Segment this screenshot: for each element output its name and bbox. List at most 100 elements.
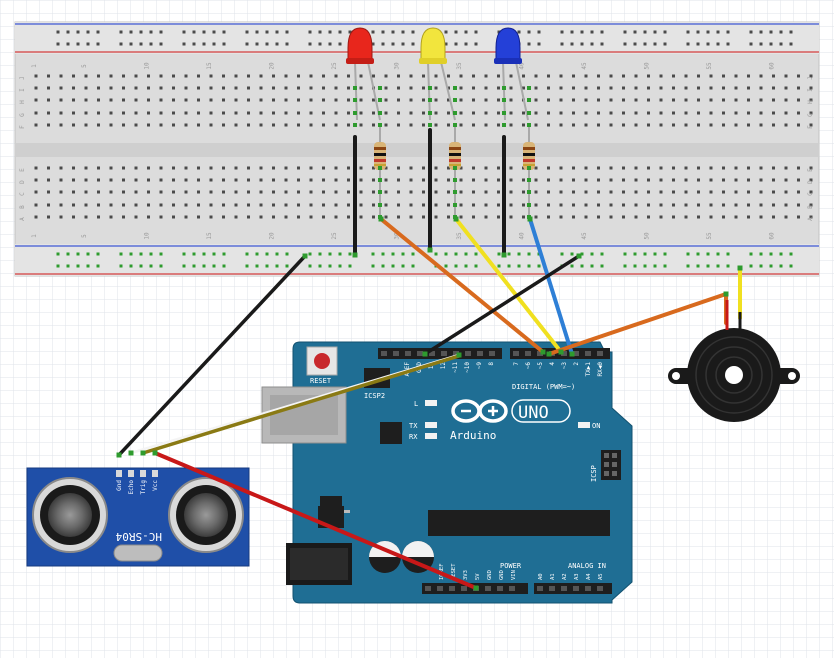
breadboard-hole bbox=[109, 203, 113, 207]
header-pin[interactable] bbox=[585, 351, 591, 356]
breadboard-hole bbox=[109, 86, 113, 90]
reset-button[interactable] bbox=[314, 353, 330, 369]
header-pin[interactable] bbox=[585, 586, 591, 591]
column-number: 45 bbox=[581, 232, 588, 240]
breadboard-hole bbox=[247, 74, 250, 78]
breadboard-hole bbox=[772, 215, 775, 219]
analog-pin-label: A3 bbox=[574, 573, 580, 580]
breadboard-hole bbox=[422, 123, 425, 127]
rail-hole bbox=[381, 42, 385, 46]
rail-hole bbox=[779, 30, 783, 34]
header-pin[interactable] bbox=[417, 351, 423, 356]
sensor-pin[interactable] bbox=[140, 470, 146, 477]
breadboard-hole bbox=[347, 215, 350, 219]
power-pin-label: GND bbox=[487, 570, 493, 580]
breadboard-hole bbox=[272, 203, 275, 207]
breadboard-hole bbox=[122, 190, 125, 194]
header-pin[interactable] bbox=[485, 586, 491, 591]
sensor-pin[interactable] bbox=[128, 470, 134, 477]
rail-hole bbox=[255, 264, 259, 268]
header-pin[interactable] bbox=[561, 586, 567, 591]
breadboard-hole bbox=[109, 190, 113, 194]
arduino-uno-board[interactable]: RESET AREFGND1312~11~10~987~6~54~32TX▶1R… bbox=[261, 341, 633, 604]
header-pin[interactable] bbox=[497, 586, 503, 591]
header-pin[interactable] bbox=[441, 351, 447, 356]
header-pin[interactable] bbox=[549, 586, 555, 591]
rail-hole bbox=[159, 30, 163, 34]
breadboard-hole bbox=[584, 215, 588, 219]
breadboard-hole bbox=[134, 123, 138, 127]
header-pin[interactable] bbox=[561, 351, 567, 356]
wire-red-vcc[interactable] bbox=[153, 451, 478, 590]
rail-hole bbox=[759, 252, 763, 256]
resistor-1[interactable] bbox=[374, 125, 386, 218]
breadboard-hole bbox=[509, 98, 513, 102]
sensor-pin[interactable] bbox=[152, 470, 158, 477]
header-pin[interactable] bbox=[513, 351, 519, 356]
breadboard-hole bbox=[147, 178, 150, 182]
header-pin[interactable] bbox=[525, 351, 531, 356]
blue-led[interactable] bbox=[494, 27, 529, 121]
rail-hole bbox=[149, 30, 153, 34]
header-pin[interactable] bbox=[461, 586, 467, 591]
breadboard-hole bbox=[747, 203, 750, 207]
breadboard-hole bbox=[772, 74, 775, 78]
header-pin[interactable] bbox=[509, 586, 515, 591]
header-pin[interactable] bbox=[465, 351, 471, 356]
header-pin[interactable] bbox=[449, 586, 455, 591]
breadboard-hole bbox=[697, 123, 700, 127]
rail-hole bbox=[222, 30, 226, 34]
wire-black-arduino-gnd[interactable] bbox=[423, 254, 581, 356]
rail-hole bbox=[139, 42, 143, 46]
breadboard-hole bbox=[72, 215, 75, 219]
row-letter: D bbox=[19, 180, 26, 184]
header-pin[interactable] bbox=[489, 351, 495, 356]
header-pin[interactable] bbox=[573, 351, 579, 356]
header-pin[interactable] bbox=[597, 351, 603, 356]
header-pin[interactable] bbox=[393, 351, 399, 356]
header-pin[interactable] bbox=[597, 586, 603, 591]
yellow-led[interactable] bbox=[419, 27, 456, 121]
sensor-pin[interactable] bbox=[116, 470, 122, 477]
breadboard-hole bbox=[59, 203, 63, 207]
breadboard-hole bbox=[297, 166, 300, 170]
wire-black-sensor-gnd[interactable] bbox=[117, 254, 307, 457]
breadboard-hole bbox=[197, 166, 200, 170]
piezo-buzzer[interactable] bbox=[668, 328, 800, 422]
rail-hole bbox=[318, 252, 322, 256]
header-pin[interactable] bbox=[437, 586, 443, 591]
connected-hole bbox=[453, 123, 457, 127]
power-rail-top bbox=[15, 22, 819, 54]
header-pin[interactable] bbox=[381, 351, 387, 356]
breadboard-hole bbox=[472, 98, 475, 102]
header-pin[interactable] bbox=[477, 351, 483, 356]
header-pin[interactable] bbox=[425, 586, 431, 591]
red-led[interactable] bbox=[346, 27, 381, 121]
rail-hole bbox=[202, 252, 206, 256]
resistor-3[interactable] bbox=[523, 125, 535, 218]
header-pin[interactable] bbox=[537, 351, 543, 356]
rail-hole bbox=[580, 42, 584, 46]
resistor-2[interactable] bbox=[449, 125, 461, 218]
wire-orange-red-led[interactable] bbox=[379, 217, 545, 354]
rail-hole bbox=[779, 264, 783, 268]
wire-olive-trig[interactable] bbox=[141, 354, 461, 455]
breadboard-hole bbox=[409, 74, 413, 78]
header-pin[interactable] bbox=[429, 351, 435, 356]
header-pin[interactable] bbox=[453, 351, 459, 356]
breadboard-hole bbox=[172, 123, 175, 127]
rail-hole bbox=[76, 264, 80, 268]
header-pin[interactable] bbox=[405, 351, 411, 356]
breadboard-hole bbox=[159, 215, 163, 219]
rail-hole bbox=[633, 42, 637, 46]
header-pin[interactable] bbox=[537, 586, 543, 591]
wire-blue-blue-led[interactable] bbox=[528, 217, 574, 356]
breadboard-hole bbox=[59, 190, 63, 194]
led-l bbox=[425, 400, 437, 406]
header-pin[interactable] bbox=[573, 586, 579, 591]
breadboard-hole bbox=[222, 123, 225, 127]
wire-yellow-yellow-led[interactable] bbox=[454, 217, 563, 354]
breadboard-hole bbox=[534, 86, 538, 90]
